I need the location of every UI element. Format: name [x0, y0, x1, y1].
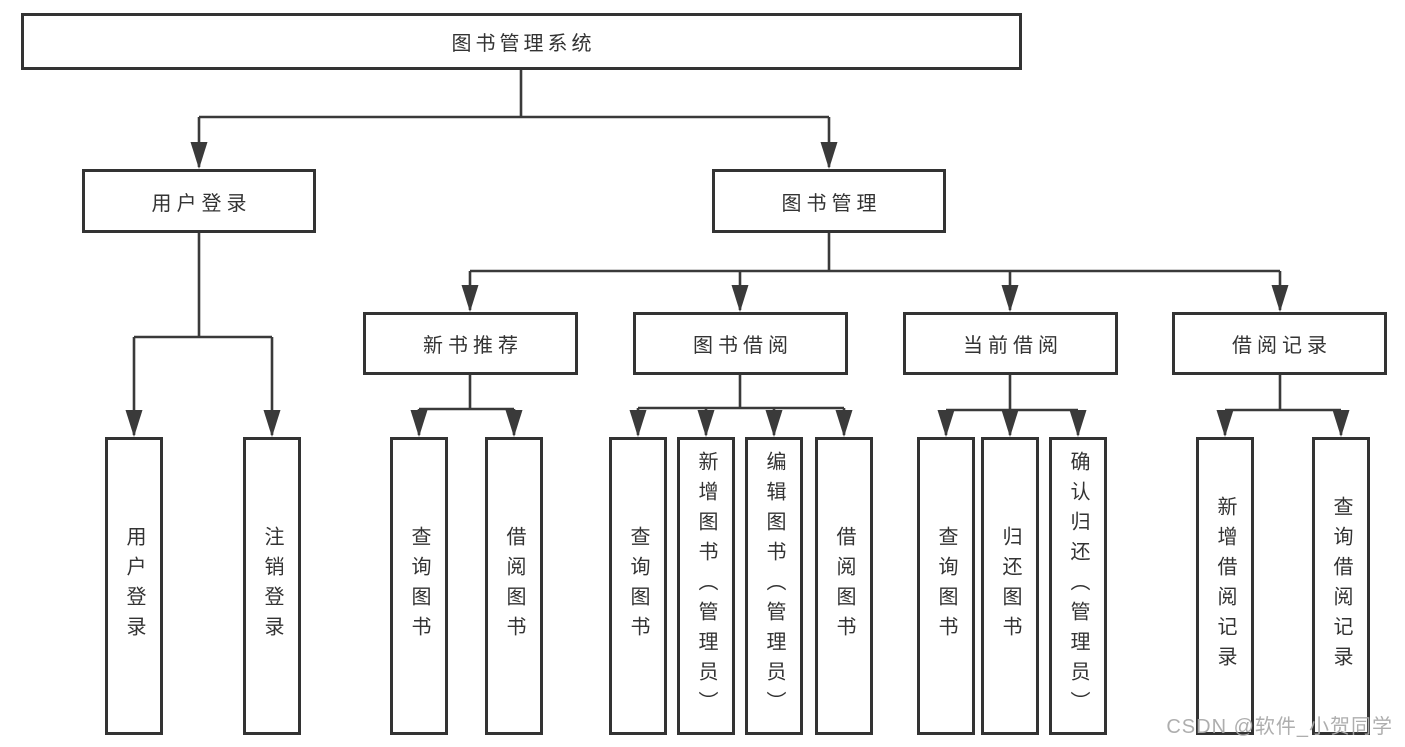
leaf-query-books-recommend: 查询图书	[390, 437, 448, 735]
leaf-query-books-borrow-label: 查询图书	[627, 526, 649, 646]
leaf-logout: 注销登录	[243, 437, 301, 735]
leaf-user-login-label: 用户登录	[123, 526, 145, 646]
leaf-add-borrow-record-label: 新增借阅记录	[1214, 496, 1236, 676]
leaf-user-login: 用户登录	[105, 437, 163, 735]
node-user-login-label: 用户登录	[151, 192, 252, 215]
node-borrow-records-label: 借阅记录	[1232, 335, 1332, 357]
node-borrow-records: 借阅记录	[1172, 312, 1387, 375]
node-book-management: 图书管理	[712, 169, 946, 233]
leaf-confirm-return-admin-label: 确认归还（管理员）	[1067, 451, 1089, 721]
node-book-borrow-label: 图书借阅	[693, 335, 793, 357]
leaf-query-books-borrow: 查询图书	[609, 437, 667, 735]
leaf-query-borrow-record-label: 查询借阅记录	[1330, 496, 1352, 676]
leaf-add-books-admin: 新增图书（管理员）	[677, 437, 735, 735]
node-new-book-recommend-label: 新书推荐	[423, 335, 523, 357]
leaf-confirm-return-admin: 确认归还（管理员）	[1049, 437, 1107, 735]
leaf-borrow-books-recommend: 借阅图书	[485, 437, 543, 735]
leaf-query-books-current-label: 查询图书	[935, 526, 957, 646]
node-current-borrow: 当前借阅	[903, 312, 1118, 375]
leaf-edit-books-admin-label: 编辑图书（管理员）	[763, 451, 785, 721]
node-user-login: 用户登录	[82, 169, 316, 233]
node-library-system-label: 图书管理系统	[451, 33, 596, 55]
leaf-borrow-books: 借阅图书	[815, 437, 873, 735]
node-book-borrow: 图书借阅	[633, 312, 848, 375]
node-book-management-label: 图书管理	[781, 192, 882, 215]
leaf-add-books-admin-label: 新增图书（管理员）	[695, 451, 717, 721]
leaf-edit-books-admin: 编辑图书（管理员）	[745, 437, 803, 735]
leaf-query-borrow-record: 查询借阅记录	[1312, 437, 1370, 735]
leaf-borrow-books-label: 借阅图书	[833, 526, 855, 646]
leaf-return-books-label: 归还图书	[999, 526, 1021, 646]
leaf-add-borrow-record: 新增借阅记录	[1196, 437, 1254, 735]
leaf-query-books-current: 查询图书	[917, 437, 975, 735]
leaf-query-books-recommend-label: 查询图书	[408, 526, 430, 646]
leaf-return-books: 归还图书	[981, 437, 1039, 735]
node-current-borrow-label: 当前借阅	[963, 335, 1063, 357]
leaf-borrow-books-recommend-label: 借阅图书	[503, 526, 525, 646]
node-new-book-recommend: 新书推荐	[363, 312, 578, 375]
csdn-watermark: CSDN @软件_小贺同学	[1166, 716, 1393, 738]
leaf-logout-label: 注销登录	[261, 526, 283, 646]
node-library-system: 图书管理系统	[21, 13, 1022, 70]
